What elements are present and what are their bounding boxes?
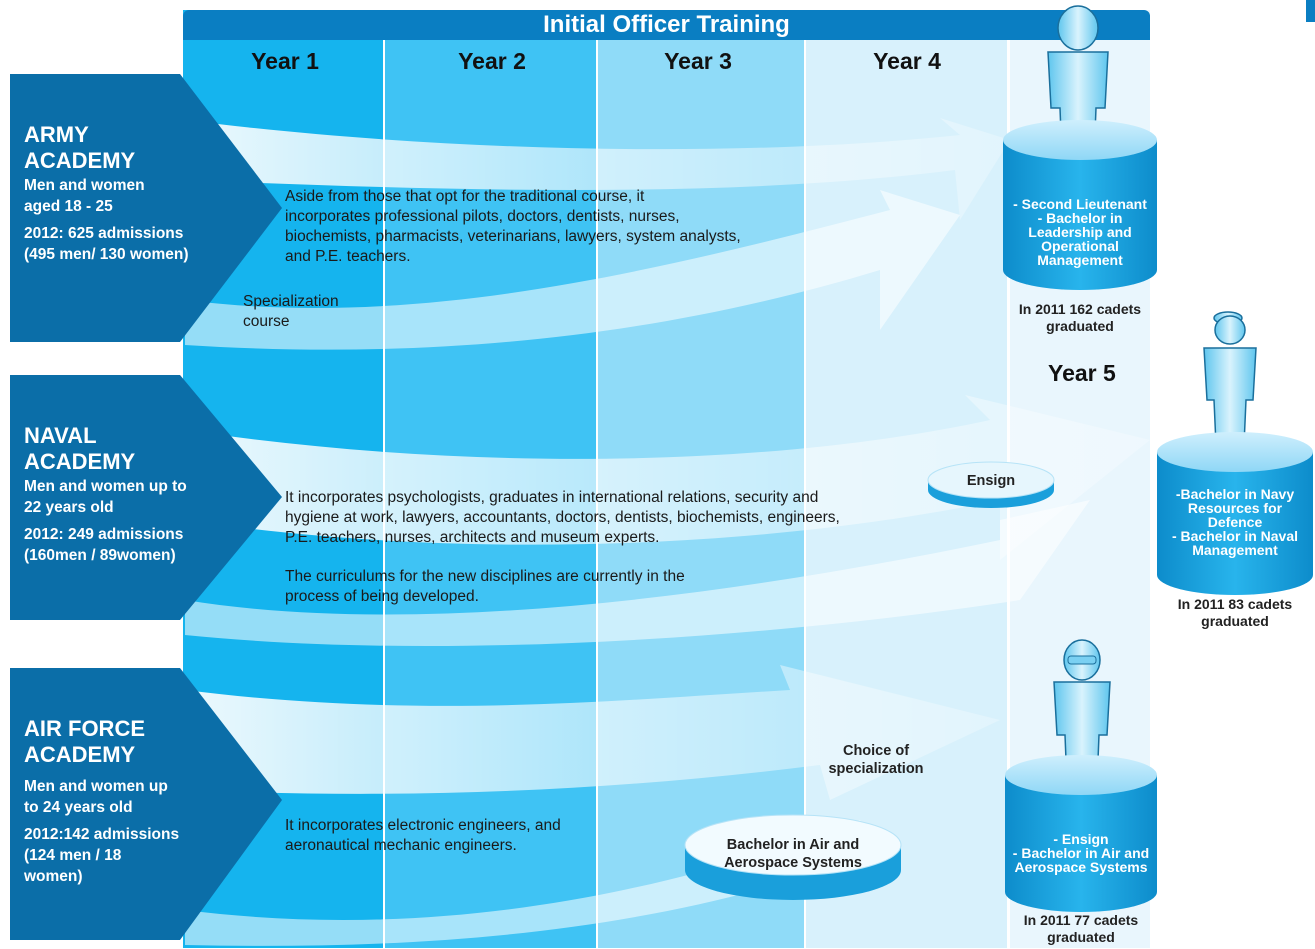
navy-admissions: 2012: 249 admissions(160men / 89women) — [24, 526, 184, 564]
army-admissions: 2012: 625 admissions(495 men/ 130 women) — [24, 225, 189, 263]
navy-note: The curriculums for the new disciplines … — [285, 568, 685, 605]
army-description: Aside from those that opt for the tradit… — [285, 188, 741, 265]
navy-lower-arrow — [185, 500, 1090, 647]
year-3-label: Year 3 — [664, 48, 732, 74]
airforce-description: It incorporates electronic engineers, an… — [285, 817, 561, 854]
army-lower-arrow — [185, 190, 960, 350]
airforce-pentagon — [10, 668, 282, 940]
year-4-label: Year 4 — [873, 48, 941, 74]
year-2-label: Year 2 — [458, 48, 526, 74]
year-1-label: Year 1 — [251, 48, 319, 74]
navy-track-arrow — [185, 395, 1150, 560]
bachelor-disc — [684, 814, 902, 900]
airforce-outcome-cylinder — [1005, 755, 1157, 912]
navy-outcome-cylinder — [1157, 432, 1313, 595]
airforce-track-arrow — [185, 665, 1000, 800]
navy-graduate-figure — [1203, 311, 1257, 446]
airforce-title-line-1: AIR FORCE — [24, 716, 145, 741]
army-pentagon — [10, 74, 282, 342]
army-title-line-2: ACADEMY — [24, 148, 136, 173]
year-5-label: Year 5 — [1048, 360, 1116, 386]
ensign-disc — [927, 461, 1055, 508]
army-outcome-cylinder — [1003, 120, 1157, 290]
army-title-line-1: ARMY — [24, 122, 89, 147]
navy-pentagon — [10, 375, 282, 620]
navy-title-line-2: ACADEMY — [24, 449, 136, 474]
diagram-title: Initial Officer Training — [183, 10, 1150, 40]
airforce-title-line-2: ACADEMY — [24, 742, 136, 767]
navy-ensign-label: Ensign — [966, 473, 1016, 489]
navy-title-line-1: NAVAL — [24, 423, 97, 448]
edge-marker — [1306, 0, 1315, 22]
army-track-arrow — [185, 118, 1010, 220]
navy-description: It incorporates psychologists, graduates… — [285, 489, 840, 546]
